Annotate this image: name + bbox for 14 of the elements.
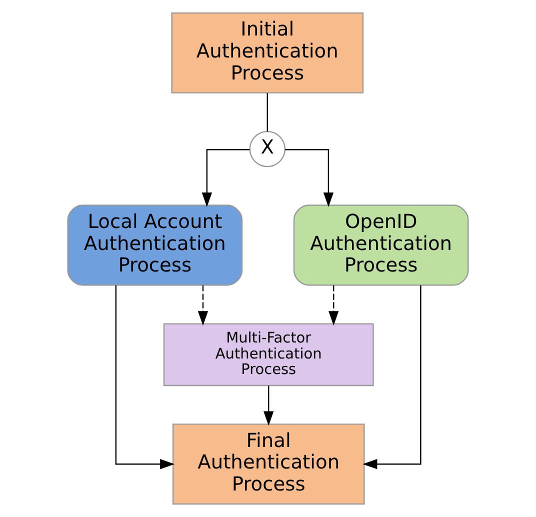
arrow	[202, 149, 250, 208]
node-box: Local Account Authentication Process	[67, 204, 243, 286]
node-box: Final Authentication Process	[172, 424, 365, 505]
arrow	[198, 285, 208, 326]
arrow	[362, 285, 422, 470]
node-circle: X	[249, 130, 286, 168]
arrow	[328, 285, 339, 326]
arrow	[115, 285, 175, 470]
node-box: OpenID Authentication Process	[293, 204, 469, 286]
node-box: Multi-Factor Authentication Process	[163, 323, 374, 386]
arrow	[285, 149, 334, 208]
node-box: Initial Authentication Process	[171, 12, 364, 94]
connector	[266, 93, 268, 132]
arrow	[264, 386, 274, 426]
